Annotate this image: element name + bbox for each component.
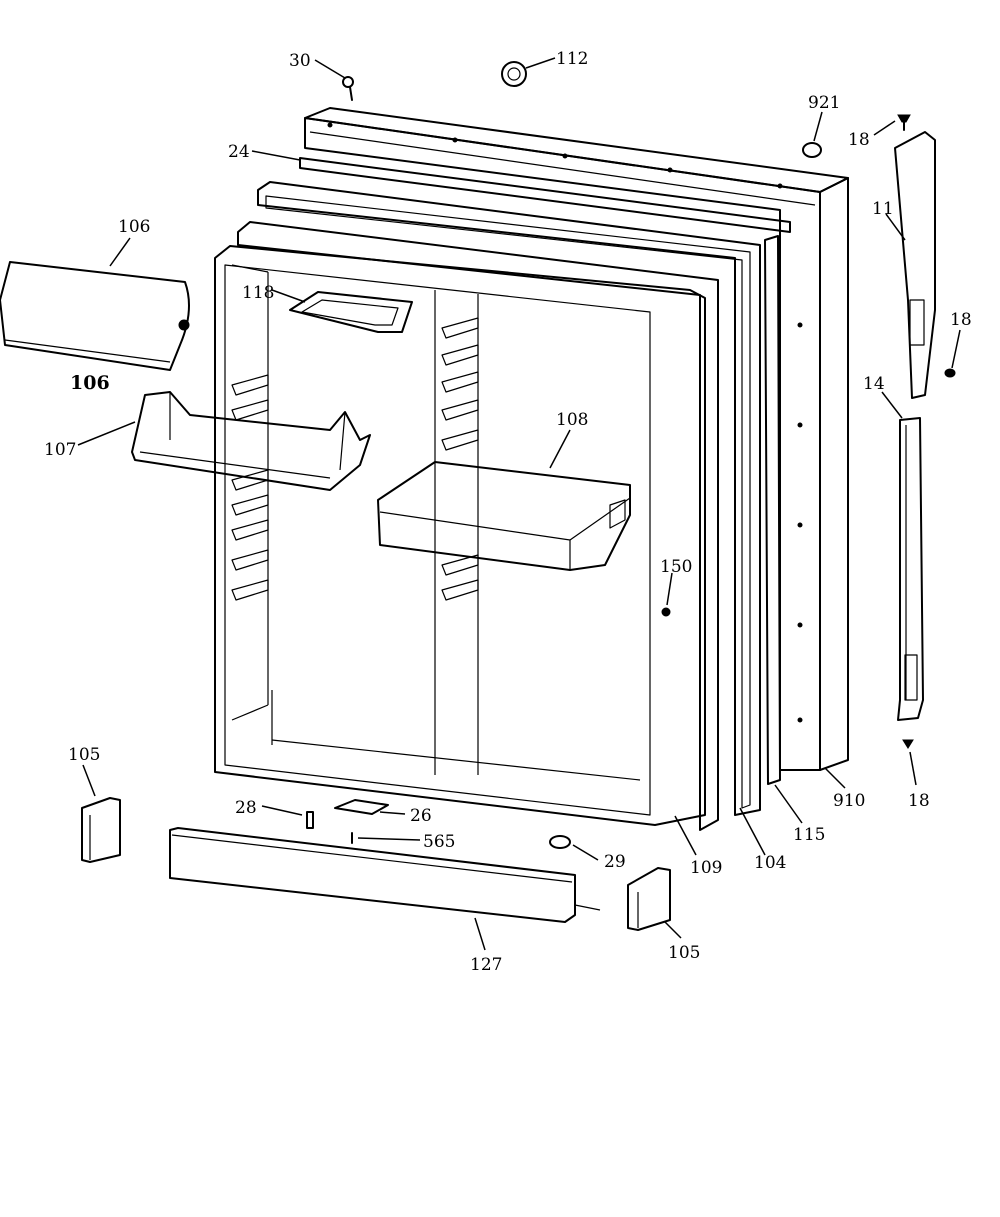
callout-26: 26 [410, 806, 432, 826]
small-tray-118 [289, 291, 413, 333]
plug-29 [549, 835, 571, 849]
callout-112: 112 [556, 49, 588, 69]
callout-30: 30 [289, 51, 311, 71]
callout-910: 910 [833, 791, 865, 811]
kickplate-127 [169, 827, 601, 923]
dairy-cover-106 [0, 261, 190, 371]
callout-105-right: 105 [668, 943, 700, 963]
callout-labels: 30 112 921 18 24 11 106 118 18 106 14 10… [44, 49, 972, 975]
callout-104: 104 [754, 853, 786, 873]
callout-127: 127 [470, 955, 502, 975]
part-28 [306, 811, 314, 829]
screw-30 [342, 76, 354, 101]
callout-565: 565 [423, 832, 455, 852]
screw-18-bottom [902, 739, 914, 749]
callout-105-left: 105 [68, 745, 100, 765]
door-shelf-107 [131, 391, 371, 491]
cap-921 [802, 142, 822, 158]
end-cap-right-105 [627, 867, 671, 931]
bottom-hinge-14 [897, 417, 924, 721]
callout-18-top: 18 [848, 130, 870, 150]
top-hinge-11 [894, 131, 936, 399]
screw-150 [661, 607, 671, 617]
callout-28: 28 [235, 798, 257, 818]
callout-14: 14 [863, 374, 885, 394]
leader-lines [77, 57, 961, 951]
callout-107: 107 [44, 440, 76, 460]
callout-108: 108 [556, 410, 588, 430]
plug-112 [501, 61, 527, 87]
callout-11: 11 [872, 199, 894, 219]
outer-door-panel [304, 107, 849, 771]
door-bin-108 [377, 461, 631, 571]
callout-118: 118 [242, 283, 274, 303]
top-strip-24 [299, 157, 791, 233]
callout-150: 150 [660, 557, 692, 577]
callout-115: 115 [793, 825, 825, 845]
side-strip-115 [764, 235, 781, 785]
callout-18-mid: 18 [950, 310, 972, 330]
callout-921: 921 [808, 93, 840, 113]
part-26 [334, 799, 389, 815]
inner-door-liner [214, 221, 719, 831]
screw-18-mid [944, 368, 956, 378]
callout-109: 109 [690, 858, 722, 878]
callout-106-upper: 106 [118, 217, 150, 237]
screw-18-top [897, 114, 911, 131]
callout-24: 24 [228, 142, 250, 162]
end-cap-left-105 [81, 797, 121, 863]
callout-106-lower: 106 [70, 372, 110, 394]
callout-18-bottom: 18 [908, 791, 930, 811]
door-gasket [257, 181, 761, 816]
callout-29: 29 [604, 852, 626, 872]
